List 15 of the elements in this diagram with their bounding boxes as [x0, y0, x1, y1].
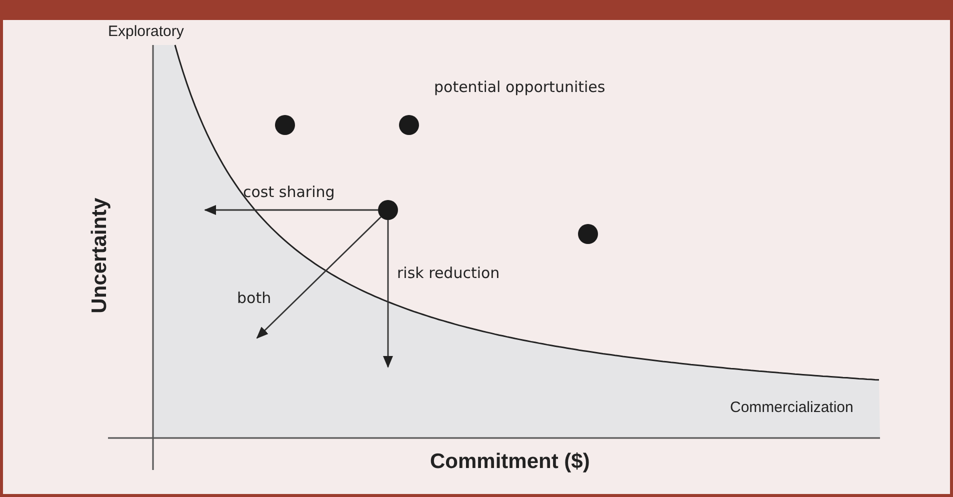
annotation-text: potential opportunities	[434, 79, 606, 96]
opportunity-dot	[399, 115, 419, 135]
opportunity-dot	[378, 200, 398, 220]
arrow	[204, 205, 378, 215]
x-axis-title: Commitment ($)	[430, 450, 590, 474]
y-axis-title: Uncertainty	[88, 197, 112, 313]
corner-label: Commercialization	[730, 400, 854, 416]
corner-label: Exploratory	[108, 24, 184, 40]
opportunity-dot	[578, 224, 598, 244]
arrow	[256, 216, 382, 339]
edge-label: both	[237, 290, 272, 306]
arrow	[383, 220, 393, 368]
edge-label: risk reduction	[397, 265, 500, 282]
edge-label: cost sharing	[243, 184, 335, 200]
opportunity-dot	[275, 115, 295, 135]
